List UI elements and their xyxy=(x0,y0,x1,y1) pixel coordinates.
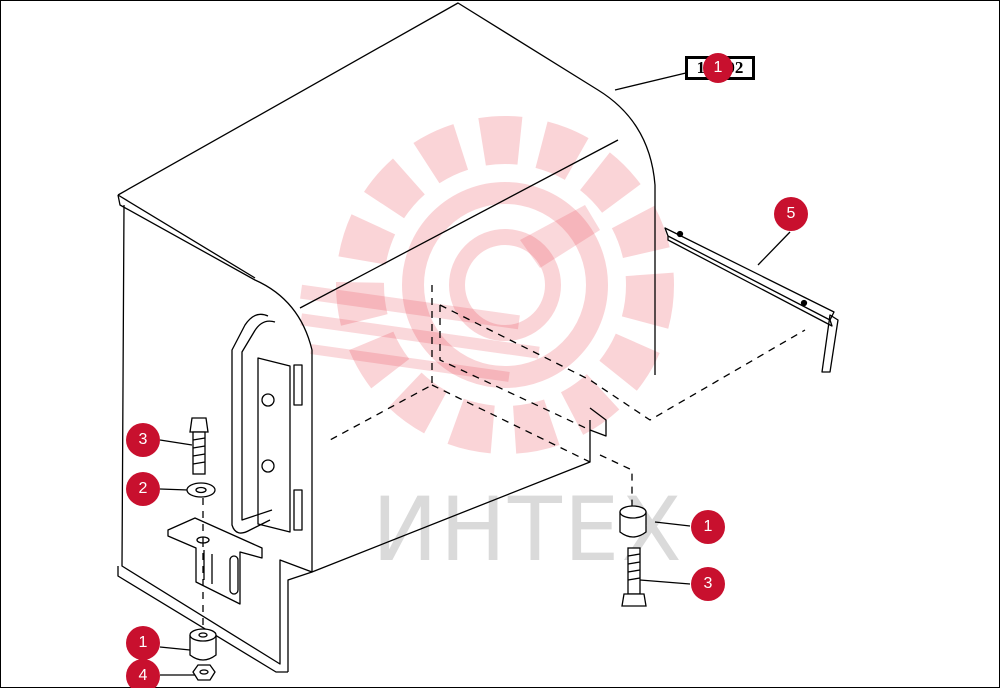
callout-1-spacer-right[interactable]: 1 xyxy=(691,510,725,544)
bolt-left xyxy=(189,417,209,433)
leader-ref xyxy=(614,71,691,91)
callout-4-nut[interactable]: 4 xyxy=(126,659,160,688)
front-panel xyxy=(121,204,591,665)
callout-1-spacer-left[interactable]: 1 xyxy=(126,626,160,660)
leader-5 xyxy=(757,231,791,266)
leader-1a xyxy=(159,646,191,651)
callout-5[interactable]: 5 xyxy=(774,197,808,231)
spacer-left xyxy=(189,635,217,661)
leader-1b xyxy=(654,521,691,527)
leader-2 xyxy=(159,488,189,491)
support-bar xyxy=(664,227,835,321)
leader-3b xyxy=(639,579,691,585)
callout-3-bolt-left[interactable]: 3 xyxy=(126,423,160,457)
callout-3-bolt-right[interactable]: 3 xyxy=(691,567,725,601)
cover-top-inner xyxy=(117,194,313,572)
cover-top xyxy=(117,2,656,375)
cover-ridge xyxy=(299,139,619,309)
callout-reference-marker[interactable]: 1 xyxy=(703,53,733,83)
spacer-right xyxy=(619,512,647,538)
mount-bracket xyxy=(167,517,263,605)
handle xyxy=(231,313,271,534)
leader-3a xyxy=(159,439,193,446)
hinge-plate xyxy=(257,357,291,533)
callout-2-washer[interactable]: 2 xyxy=(126,472,160,506)
